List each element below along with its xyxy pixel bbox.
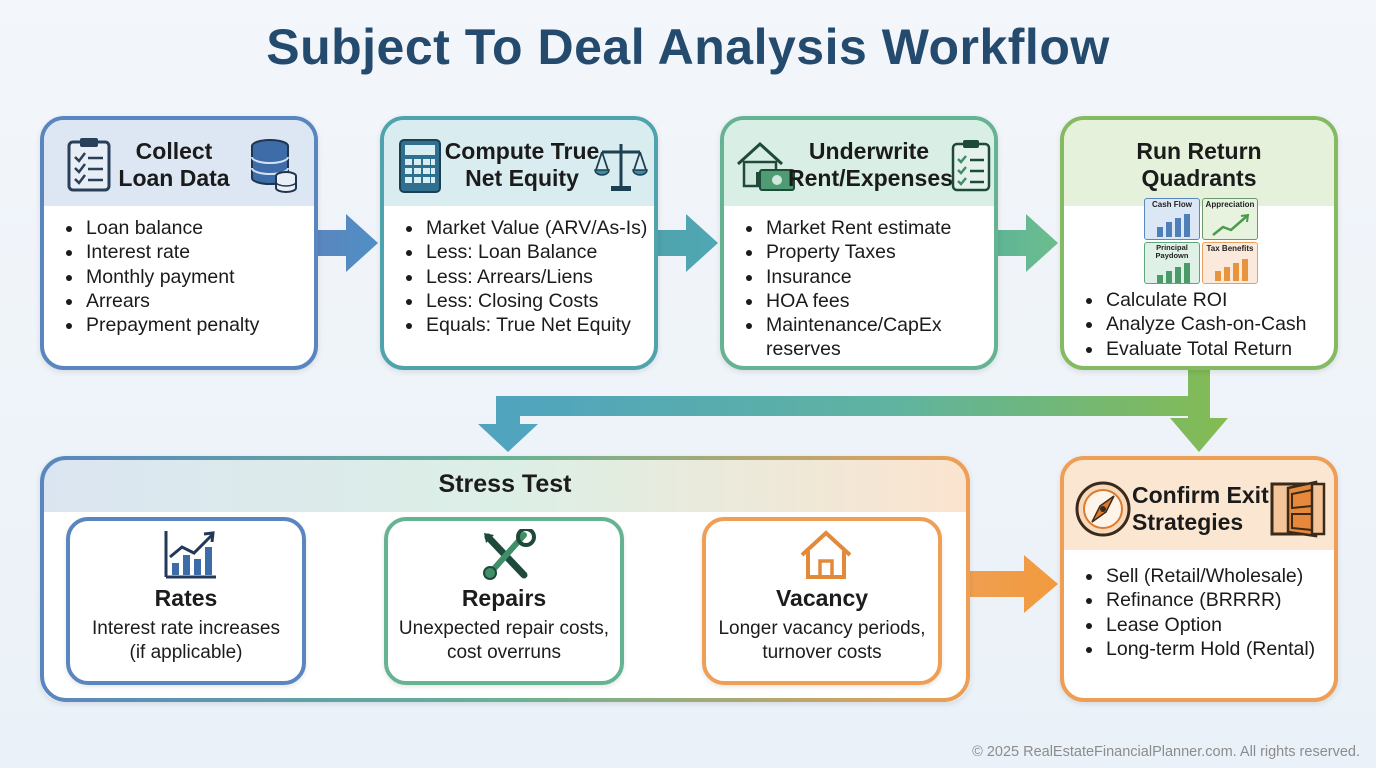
wrench-screwdriver-icon — [483, 529, 536, 580]
loan-data-list: Loan balance Interest rate Monthly payme… — [62, 216, 259, 337]
card-confirm-exit-strategies: Confirm Exit Strategies Sell (Retail/Who… — [1060, 456, 1338, 702]
stress-card-repairs: Repairs Unexpected repair costs, cost ov… — [384, 517, 624, 685]
arrow-stress-to-exit — [970, 555, 1058, 613]
list-item: Market Value (ARV/As-Is) — [424, 216, 647, 240]
list-item: Analyze Cash-on-Cash — [1104, 312, 1307, 336]
stress-card-title: Repairs — [461, 585, 547, 611]
stress-test-header — [40, 456, 970, 512]
quadrant-cash-flow: Cash Flow — [1144, 198, 1200, 240]
list-item: Prepayment penalty — [84, 313, 259, 337]
list-item: Interest rate — [84, 240, 259, 264]
clipboard-checklist-icon — [67, 138, 111, 192]
card-compute-net-equity: Compute True Net Equity Market Value (AR… — [380, 116, 658, 370]
list-item: Monthly payment — [84, 265, 259, 289]
equity-list: Market Value (ARV/As-Is) Less: Loan Bala… — [402, 216, 647, 337]
card-title: Run Return Quadrants — [1136, 138, 1262, 191]
arrow-underwrite-to-returns — [998, 214, 1058, 272]
returns-list: Calculate ROI Analyze Cash-on-Cash Evalu… — [1082, 288, 1307, 361]
bar-chart-rising-icon — [164, 531, 216, 579]
list-item: Equals: True Net Equity — [424, 313, 647, 337]
balance-scale-icon — [594, 144, 648, 191]
stress-card-title: Vacancy — [775, 585, 869, 611]
card-header: Underwrite Rent/Expenses — [724, 120, 994, 206]
stress-card-description: Interest rate increases (if applicable) — [92, 618, 280, 663]
card-run-return-quadrants: Run Return Quadrants Cash Flow Appreciat… — [1060, 116, 1338, 370]
card-title: Confirm Exit Strategies — [1132, 482, 1269, 535]
exit-list: Sell (Retail/Wholesale) Refinance (BRRRR… — [1082, 564, 1315, 661]
card-title: Underwrite Rent/Expenses — [788, 138, 953, 191]
list-item: HOA fees — [764, 289, 994, 313]
card-header: Confirm Exit Strategies — [1064, 460, 1334, 550]
arrow-equity-to-underwrite — [658, 214, 718, 272]
list-item: Lease Option — [1104, 613, 1315, 637]
list-item: Property Management — [764, 362, 994, 366]
card-header: Compute True Net Equity — [384, 120, 654, 206]
card-title: Compute True Net Equity — [444, 138, 600, 191]
card-title: Collect Loan Data — [118, 138, 230, 191]
list-item: Evaluate Total Return — [1104, 337, 1307, 361]
stress-card-title: Rates — [154, 585, 218, 611]
bar-chart-icon — [1157, 214, 1190, 237]
house-money-icon — [736, 141, 795, 191]
arrow-collect-to-equity — [318, 214, 378, 272]
list-item: Less: Arrears/Liens — [424, 265, 647, 289]
card-header: Run Return Quadrants — [1064, 120, 1334, 206]
stress-card-description: Longer vacancy periods, turnover costs — [718, 618, 926, 663]
stress-card-description: Unexpected repair costs, cost overruns — [398, 618, 610, 663]
stress-test-border — [40, 456, 970, 702]
card-collect-loan-data: Collect Loan Data Loan balance Interest … — [40, 116, 318, 370]
list-item: Calculate ROI — [1104, 288, 1307, 312]
list-item: Arrears — [84, 289, 259, 313]
list-item: Maintenance/CapEx reserves — [764, 313, 994, 362]
list-item: Refinance (BRRRR) — [1104, 588, 1315, 612]
page-title: Subject To Deal Analysis Workflow — [266, 19, 1110, 75]
list-item: Property Taxes — [764, 240, 994, 264]
list-item: Sell (Retail/Wholesale) — [1104, 564, 1315, 588]
list-item: Less: Closing Costs — [424, 289, 647, 313]
stress-card-rates: Rates Interest rate increases (if applic… — [66, 517, 306, 685]
open-door-icon — [1270, 480, 1326, 538]
database-icon — [251, 139, 297, 193]
card-header: Collect Loan Data — [44, 120, 314, 206]
bar-chart-icon — [1157, 263, 1190, 283]
stress-test-title: Stress Test — [438, 470, 572, 498]
compass-icon — [1075, 481, 1131, 537]
underwrite-list: Market Rent estimate Property Taxes Insu… — [742, 216, 994, 366]
stress-card-vacancy: Vacancy Longer vacancy periods, turnover… — [702, 517, 942, 685]
quadrant-tax-benefits: Tax Benefits — [1202, 242, 1258, 284]
quadrant-principal-paydown: Principal Paydown — [1144, 242, 1200, 284]
checklist-icon — [951, 140, 991, 192]
copyright-footer: © 2025 RealEstateFinancialPlanner.com. A… — [972, 744, 1360, 760]
trend-line-icon — [1212, 213, 1250, 236]
house-outline-icon — [800, 530, 852, 579]
list-item: Insurance — [764, 265, 994, 289]
list-item: Less: Loan Balance — [424, 240, 647, 264]
list-item: Market Rent estimate — [764, 216, 994, 240]
list-item: Loan balance — [84, 216, 259, 240]
arrow-returns-to-stress-and-exit — [478, 370, 1228, 452]
quadrant-appreciation: Appreciation — [1202, 198, 1258, 240]
bar-chart-icon — [1215, 259, 1248, 281]
calculator-icon — [399, 139, 441, 193]
card-underwrite-rent-expenses: Underwrite Rent/Expenses Market Rent est… — [720, 116, 998, 370]
list-item: Long-term Hold (Rental) — [1104, 637, 1315, 661]
